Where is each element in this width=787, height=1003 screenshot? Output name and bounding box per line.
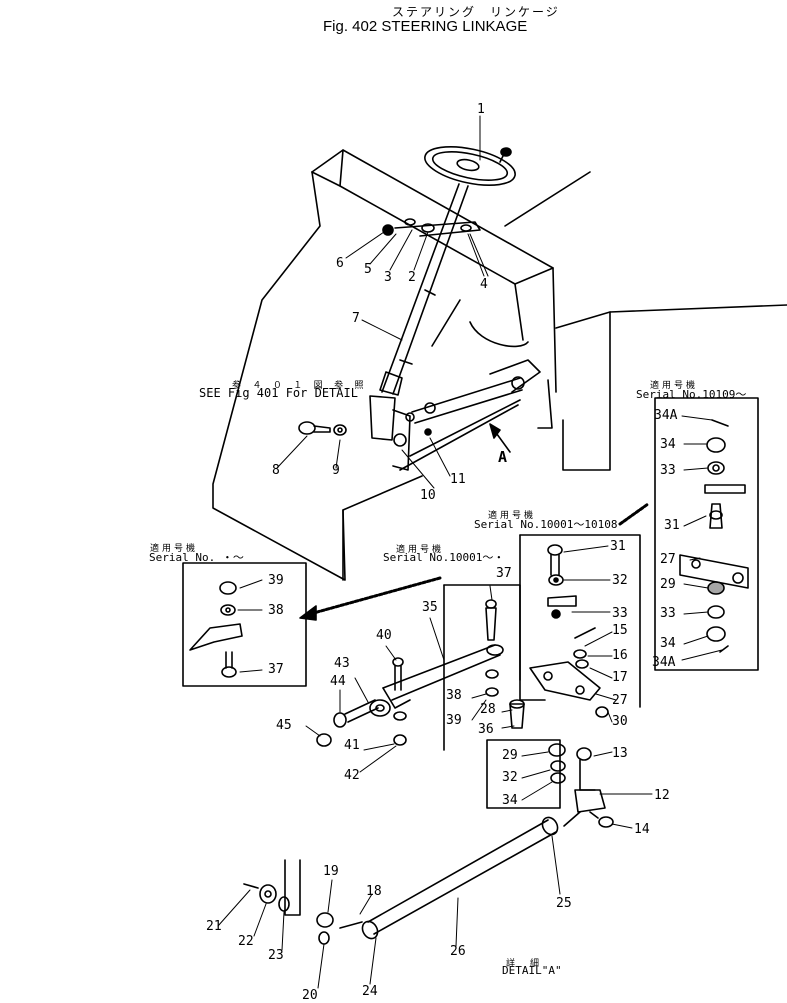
part-callout-20: 20 [302, 988, 318, 1003]
part-callout-8: 8 [272, 463, 280, 478]
part-callout-31-inset: 31 [664, 518, 680, 533]
part-callout-1: 1 [477, 102, 485, 117]
part-callout-41: 41 [344, 738, 360, 753]
see-fig-401-note: SEE Fig 401 For DETAIL [199, 386, 358, 400]
pointer-arrow-right-inset [618, 502, 650, 526]
part-callout-19: 19 [323, 864, 339, 879]
part-callout-45: 45 [276, 718, 292, 733]
inset-frame-lower [486, 739, 561, 809]
inset-frame-right [654, 397, 759, 671]
part-callout-32-lower: 32 [502, 770, 518, 785]
serial-10109-label: Serial No.10109～ [636, 388, 747, 401]
part-callout-22: 22 [238, 934, 254, 949]
inset-frame-serial-10001-10108 [519, 534, 641, 708]
part-callout-4: 4 [480, 277, 488, 292]
part-callout-33: 33 [612, 606, 628, 621]
part-callout-24: 24 [362, 984, 378, 999]
cab-body-outline [212, 149, 787, 581]
part-callout-34-inset-top: 34 [660, 437, 676, 452]
steering-wheel [424, 146, 516, 186]
serial-jp-10001: 適用号機 [396, 545, 445, 555]
arrow-a [489, 423, 511, 453]
lower-stack-parts [509, 699, 566, 784]
tie-rod-26 [316, 816, 559, 945]
part-callout-44: 44 [330, 674, 346, 689]
part-callout-38: 38 [446, 688, 462, 703]
part-callout-39-inset: 39 [268, 573, 284, 588]
bolt-8 [298, 421, 347, 436]
part-callout-30: 30 [612, 714, 628, 729]
link-rod-35 [382, 599, 504, 709]
view-arrow-label: A [498, 448, 508, 466]
part-callout-37: 37 [496, 566, 512, 581]
part-callout-9: 9 [332, 463, 340, 478]
part-callout-39: 39 [446, 713, 462, 728]
part-callout-5: 5 [364, 262, 372, 277]
part-callout-28: 28 [480, 702, 496, 717]
part-callout-34A-bottom: 34A [652, 655, 676, 670]
part-callout-42: 42 [344, 768, 360, 783]
part-callout-32: 32 [612, 573, 628, 588]
see-note-japanese: 参 ４ ０ １ 図 参 照 [232, 381, 367, 391]
detail-note-japanese: 詳 細 [506, 959, 543, 969]
title-japanese: ステアリング リンケージ [392, 5, 560, 19]
part-callout-38-inset: 38 [268, 603, 284, 618]
part-callout-11: 11 [450, 472, 466, 487]
figure-title: Fig. 402 STEERING LINKAGE [323, 18, 528, 35]
part-callout-10: 10 [420, 488, 436, 503]
part-callout-14: 14 [634, 822, 650, 837]
pointer-arrow-left-inset [299, 576, 442, 621]
serial-blank-label: Serial No. ・～ [149, 551, 244, 564]
serial-jp-10109: 適用号機 [650, 381, 699, 391]
part-callout-34A-top: 34A [654, 408, 678, 423]
part-callout-12: 12 [654, 788, 670, 803]
part-callout-37-inset: 37 [268, 662, 284, 677]
part-callout-35: 35 [422, 600, 438, 615]
steering-knuckle-12 [563, 747, 614, 828]
part-callout-29: 29 [502, 748, 518, 763]
part-callout-3: 3 [384, 270, 392, 285]
part-callout-16: 16 [612, 648, 628, 663]
serial-jp-blank: 適用号機 [150, 544, 199, 554]
part-callout-25: 25 [556, 896, 572, 911]
part-callout-33-inset-bottom: 33 [660, 606, 676, 621]
part-callout-2: 2 [408, 270, 416, 285]
part-callout-34-inset-bottom: 34 [660, 636, 676, 651]
left-end-parts [243, 859, 301, 916]
inset-frame-left [182, 562, 307, 687]
part-callout-33-inset-top: 33 [660, 463, 676, 478]
inset-right-parts [679, 419, 749, 653]
part-callout-15: 15 [612, 623, 628, 638]
part-callout-27: 27 [612, 693, 628, 708]
upper-link-cylinder [399, 321, 541, 471]
part-callout-17: 17 [612, 670, 628, 685]
leader-lines [217, 115, 723, 989]
part-callout-18: 18 [366, 884, 382, 899]
serial-10001-label: Serial No.10001～・ [383, 551, 505, 564]
part-callout-7: 7 [352, 311, 360, 326]
rod-end-43 [316, 699, 407, 747]
part-callout-26: 26 [450, 944, 466, 959]
part-callout-43: 43 [334, 656, 350, 671]
part-callout-23: 23 [268, 948, 284, 963]
part-callout-31: 31 [610, 539, 626, 554]
part-callout-40: 40 [376, 628, 392, 643]
pitman-arm-27 [529, 627, 609, 718]
part-callout-21: 21 [206, 919, 222, 934]
steering-column [369, 183, 469, 471]
part-callout-29-inset: 29 [660, 577, 676, 592]
part-callout-27-inset: 27 [660, 552, 676, 567]
part-callout-6: 6 [336, 256, 344, 271]
detail-a-label: DETAIL"A" [502, 964, 562, 977]
column-bracket [382, 218, 481, 237]
serial-jp-10001-10108: 適用号機 [488, 511, 537, 521]
serial-10001-10108-label: Serial No.10001～10108 [474, 518, 618, 531]
part-callout-13: 13 [612, 746, 628, 761]
part-callout-36: 36 [478, 722, 494, 737]
inset-left-parts [189, 581, 243, 678]
serial-10001-10108-parts [547, 544, 577, 619]
part-callout-34-lower: 34 [502, 793, 518, 808]
